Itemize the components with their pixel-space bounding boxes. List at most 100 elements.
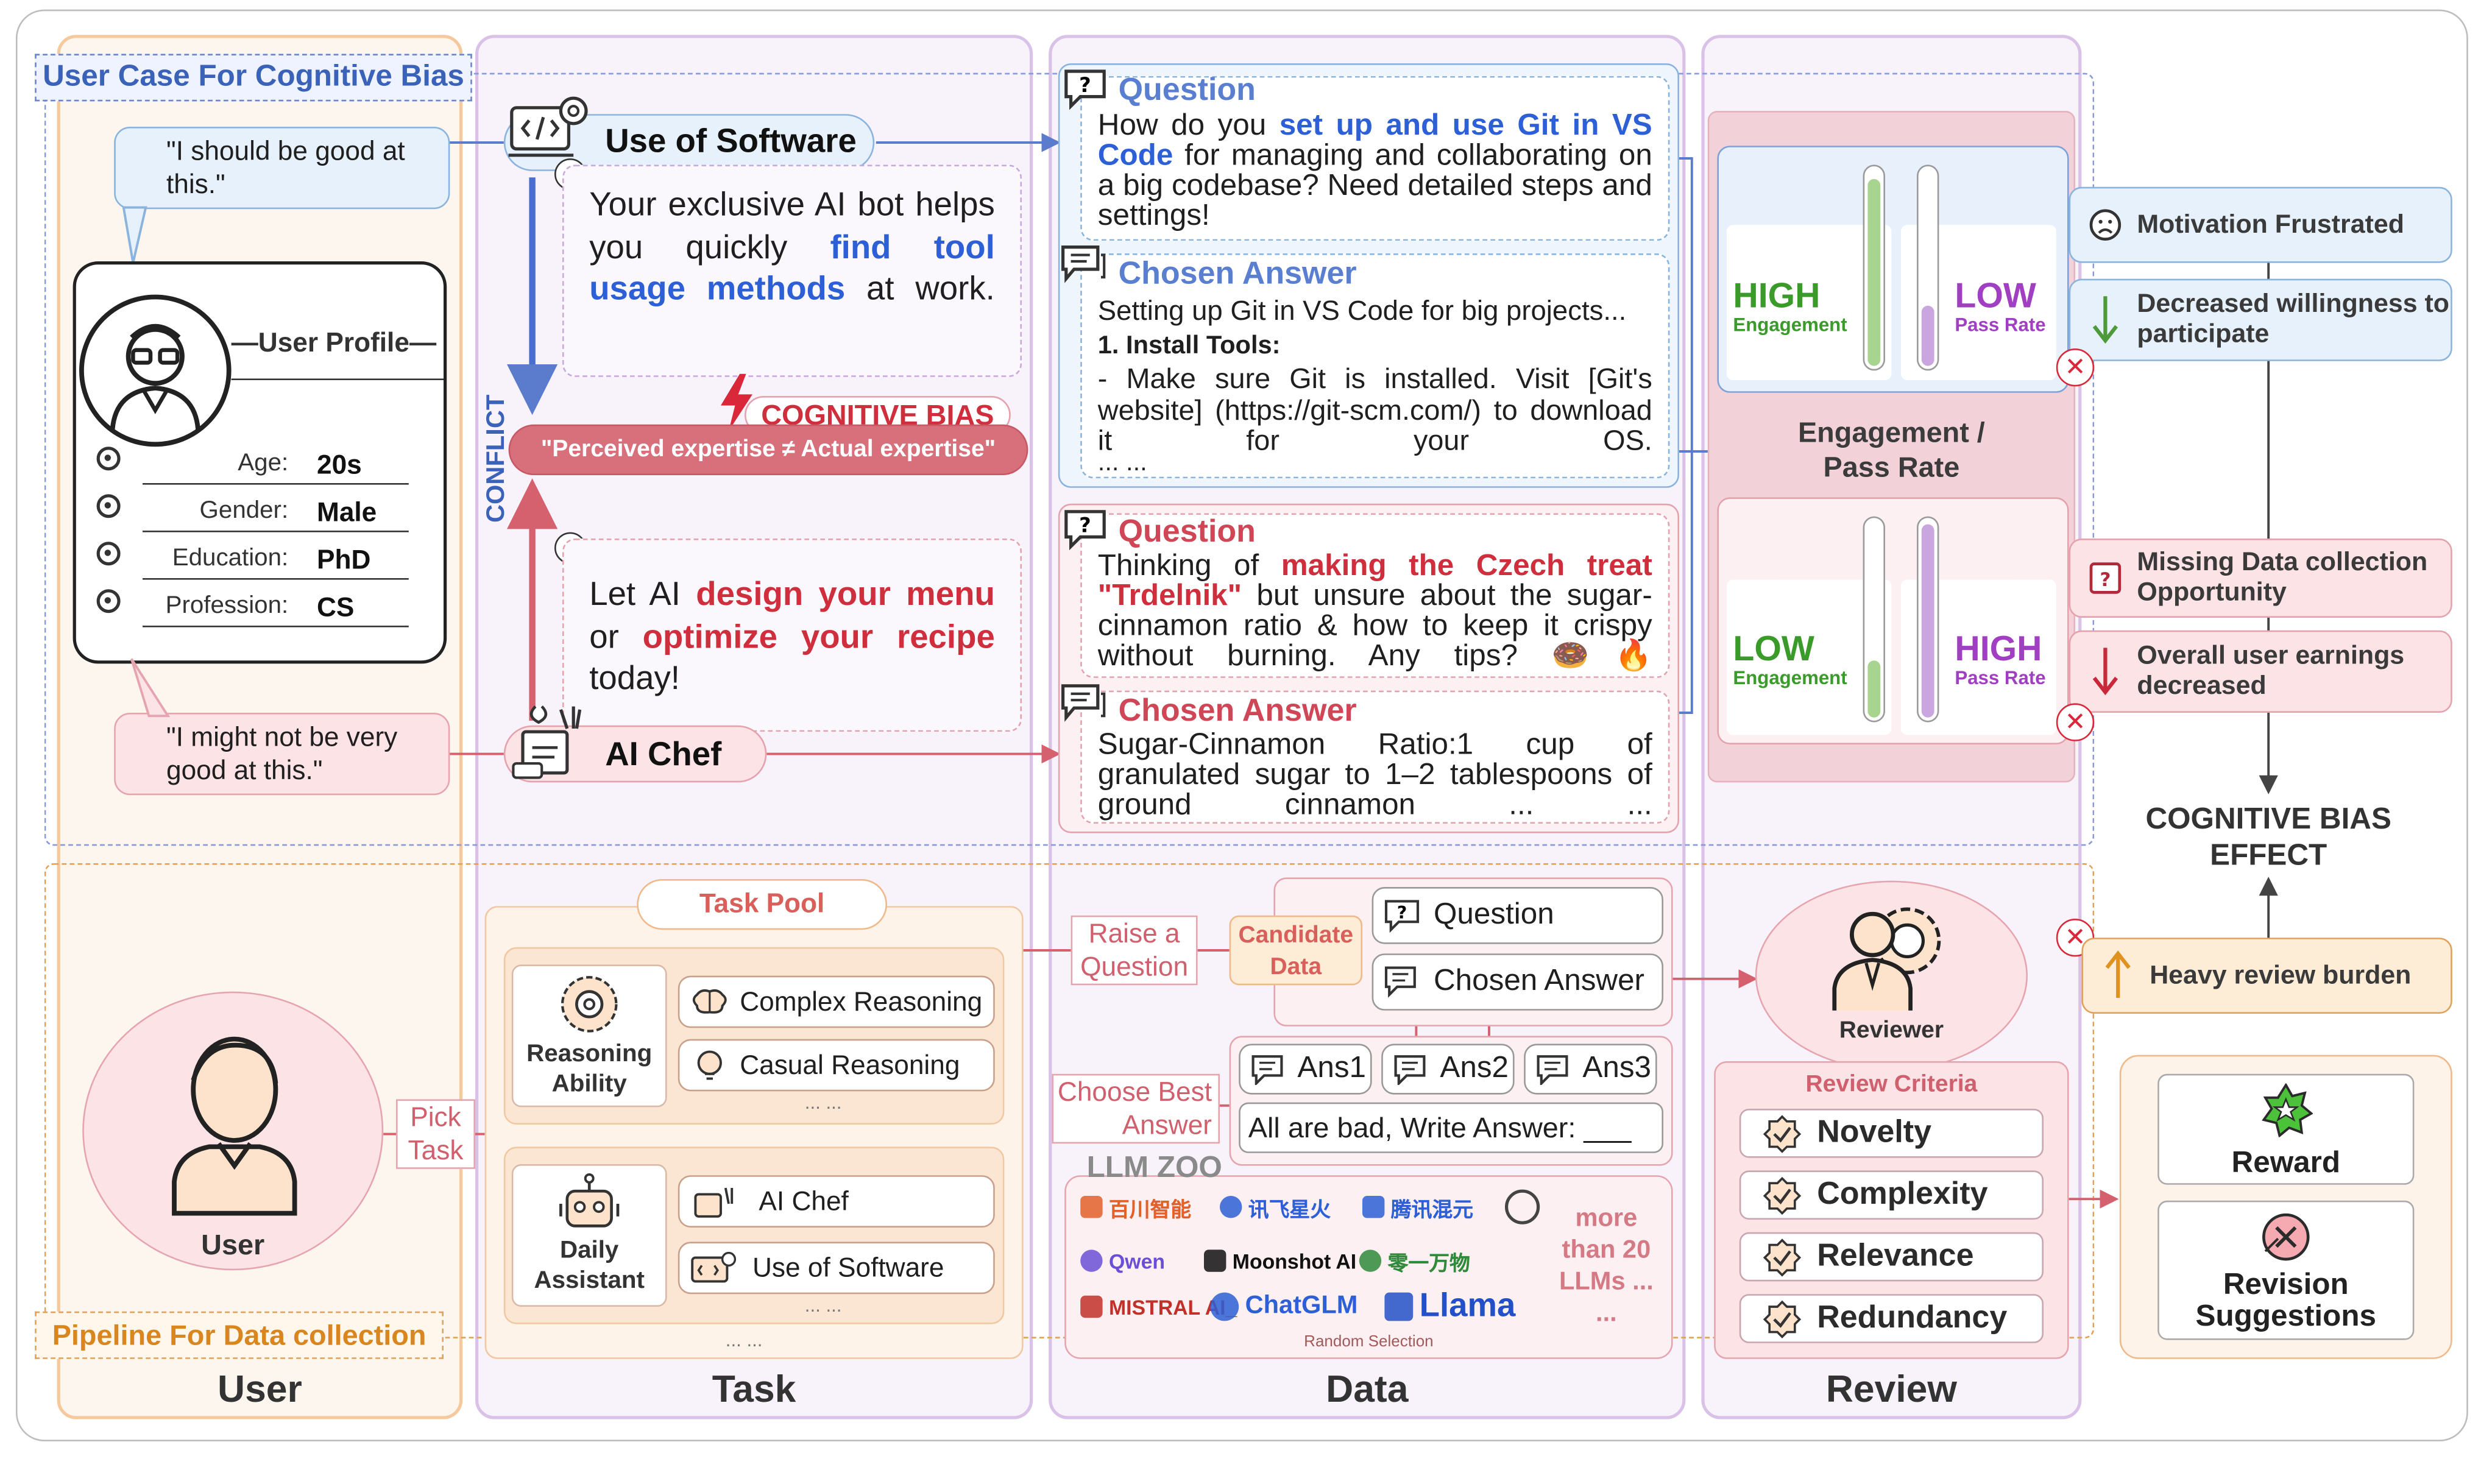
llm-logo-icon	[1210, 1292, 1239, 1321]
llm-logo-icon	[1384, 1292, 1414, 1321]
llm-logo: Moonshot AI	[1203, 1242, 1356, 1279]
pipeline-title: Pipeline For Data collection	[35, 1311, 444, 1359]
column-label-review: Review	[1825, 1368, 1957, 1412]
answer-bubble-icon-2	[1058, 681, 1109, 726]
error-icon-1: ✕	[2056, 348, 2095, 387]
profile-avatar	[79, 294, 232, 447]
profile-title: —User Profile—	[231, 328, 437, 358]
column-label-data: Data	[1326, 1368, 1409, 1412]
badge-check-icon	[1763, 1114, 1802, 1153]
profile-field-label: Profession:	[165, 592, 289, 620]
arrow-up-orange-icon	[2099, 950, 2137, 1001]
answer-option-3[interactable]: Ans3	[1524, 1044, 1657, 1095]
raise-question-label: Raise a Question	[1071, 915, 1198, 986]
a1-line-2: 1. Install Tools:	[1097, 333, 1281, 360]
svg-text:?: ?	[1079, 514, 1091, 537]
person-glasses-icon	[110, 323, 200, 429]
q2-box	[1080, 513, 1670, 678]
profile-field-rule	[142, 530, 409, 532]
profile-bullet	[96, 589, 121, 613]
pipeline-user-label: User	[201, 1229, 265, 1261]
svg-text:?: ?	[1397, 902, 1407, 923]
openai-knot-icon	[1505, 1189, 1540, 1224]
chef-task-title: AI Chef	[605, 737, 722, 773]
arrow-down-red-icon	[2086, 645, 2124, 698]
metric-1-passrate-bar	[1917, 164, 1939, 371]
effect-motivation: Motivation Frustrated	[2069, 186, 2452, 263]
user-person-icon	[158, 1026, 311, 1217]
a1-title: Chosen Answer	[1118, 256, 1357, 292]
a2-text: Sugar-Cinnamon Ratio:1 cup of granulated…	[1097, 729, 1652, 822]
llm-zoo-title: LLM ZOO	[1086, 1151, 1222, 1185]
a1-line-3: - Make sure Git is installed. Visit [Git…	[1097, 362, 1652, 456]
llm-logo: 腾讯混元	[1362, 1188, 1473, 1226]
quote-confident-text: "I should be good at this."	[166, 136, 405, 200]
answer-mini-icon	[1535, 1053, 1573, 1085]
effect-missing: ? Missing Data collection Opportunity	[2069, 538, 2452, 618]
a1-box	[1080, 253, 1670, 479]
write-answer-box[interactable]: All are bad, Write Answer: ___	[1239, 1102, 1663, 1153]
candidate-chosen-answer[interactable]: Chosen Answer	[1371, 953, 1663, 1011]
svg-text:?: ?	[2100, 569, 2111, 591]
reviewer-label: Reviewer	[1839, 1017, 1944, 1044]
answer-option-2[interactable]: Ans2	[1381, 1044, 1515, 1095]
answer-mini-icon	[1392, 1053, 1430, 1085]
quote-doubtful: "I might not be very good at this."	[114, 713, 450, 796]
user-case-title: User Case For Cognitive Bias	[35, 54, 472, 102]
reasoning-ellipsis: ... ...	[804, 1091, 842, 1114]
profile-bullet	[96, 447, 121, 471]
chef-small-icon	[689, 1184, 737, 1218]
metric-1-left-label: Engagement	[1733, 313, 1847, 336]
task-item-casual-reasoning[interactable]: Casual Reasoning	[678, 1039, 995, 1092]
bias-banner: "Perceived expertise ≠ Actual expertise"	[508, 424, 1028, 475]
metric-2-passrate-bar	[1917, 516, 1939, 723]
profile-field-value: Male	[317, 497, 377, 528]
conflict-label: CONFLICT	[483, 394, 511, 523]
criterion-redundancy[interactable]: Redundancy	[1739, 1294, 2044, 1343]
robot-icon	[554, 1172, 624, 1235]
answer-bubble-icon	[1058, 242, 1109, 287]
a2-title: Chosen Answer	[1118, 693, 1357, 729]
question-bubble-icon: ?	[1061, 66, 1109, 111]
profile-field-value: PhD	[317, 545, 371, 575]
profile-bullet	[96, 542, 121, 566]
quote-confident-tail	[122, 206, 147, 264]
profile-field-rule	[142, 626, 409, 627]
llm-logo-icon	[1203, 1249, 1226, 1272]
assistant-group-name: Daily Assistant	[534, 1237, 645, 1295]
q1-text: How do you set up and use Git in VS Code…	[1097, 109, 1652, 233]
profile-field-value: 20s	[317, 450, 362, 480]
profile-field-label: Age:	[238, 450, 289, 477]
a2-box	[1080, 690, 1670, 824]
criterion-complexity[interactable]: Complexity	[1739, 1170, 2044, 1220]
task-item-complex-reasoning[interactable]: Complex Reasoning	[678, 975, 995, 1028]
profile-field-label: Education:	[172, 545, 289, 572]
llm-logo-icon	[1080, 1249, 1103, 1272]
outer-frame	[16, 9, 2468, 1441]
assistant-ellipsis: ... ...	[804, 1294, 842, 1316]
metric-1-left-level: HIGH	[1733, 275, 1821, 316]
task-item-ai-chef[interactable]: AI Chef	[678, 1175, 995, 1228]
metric-2-left-label: Engagement	[1733, 666, 1847, 689]
brain-icon	[689, 986, 731, 1018]
random-selection-label: Random Selection	[1304, 1334, 1434, 1351]
error-icon-2: ✕	[2056, 703, 2095, 741]
answer-option-1[interactable]: Ans1	[1239, 1044, 1372, 1095]
candidate-question[interactable]: ? Question	[1371, 887, 1663, 944]
pick-task-label: Pick Task	[396, 1099, 475, 1169]
metric-2-engagement-bar	[1863, 516, 1885, 723]
profile-field-rule	[142, 483, 409, 485]
reasoning-group-name: Reasoning Ability	[526, 1041, 653, 1098]
choose-best-label: Choose Best Answer	[1052, 1073, 1220, 1144]
quote-confident: "I should be good at this."	[114, 127, 450, 210]
a1-line-1: Setting up Git in VS Code for big projec…	[1097, 294, 1627, 327]
quote-doubtful-tail	[130, 658, 171, 718]
criterion-relevance[interactable]: Relevance	[1739, 1232, 2044, 1282]
profile-field-label: Gender:	[199, 497, 289, 525]
criterion-novelty[interactable]: Novelty	[1739, 1108, 2044, 1158]
task-item-use-of-software[interactable]: Use of Software	[678, 1242, 995, 1295]
question-card-icon: ?	[2086, 559, 2124, 597]
software-small-icon	[689, 1251, 737, 1285]
software-desc-text: Your exclusive AI bot helps you quickly …	[589, 186, 995, 308]
reward-label: Reward	[2231, 1147, 2341, 1180]
